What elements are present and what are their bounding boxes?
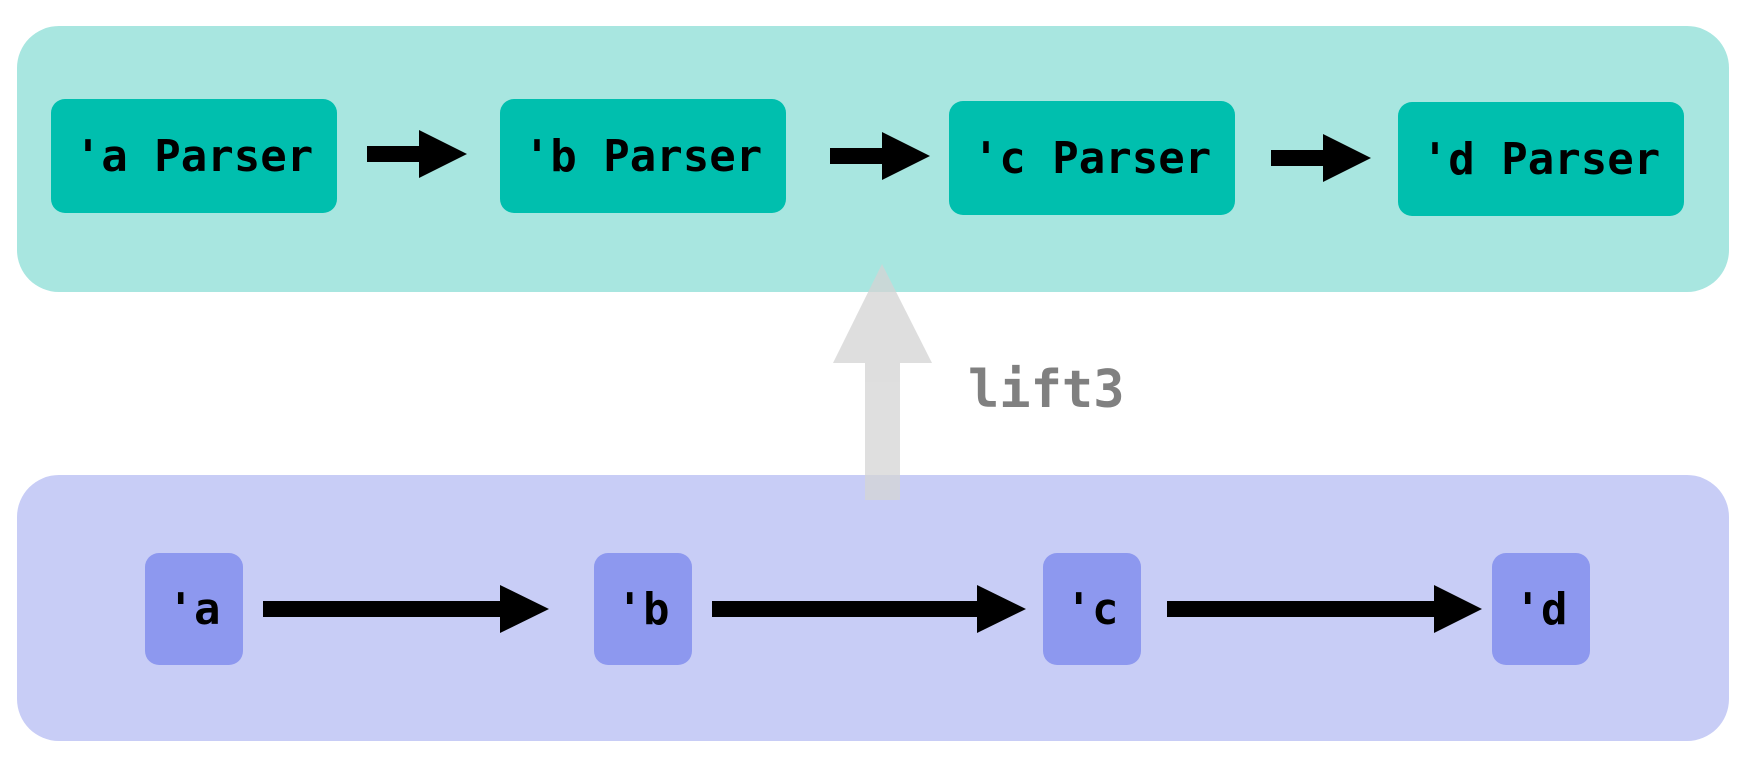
type-arrow-a-b [263,585,549,633]
type-arrow-c-d [1167,585,1482,633]
type-b-box: 'b [594,553,692,665]
type-arrow-b-c [712,585,1026,633]
type-d-box: 'd [1492,553,1590,665]
parser-b-box: 'b Parser [500,99,786,213]
parser-a-box: 'a Parser [51,99,337,213]
parser-arrow-b-c [830,132,930,180]
type-c-box: 'c [1043,553,1141,665]
parser-c-box: 'c Parser [949,101,1235,215]
parser-arrow-a-b [367,130,467,178]
lift3-label: lift3 [968,360,1125,420]
parser-arrow-c-d [1271,134,1371,182]
type-a-box: 'a [145,553,243,665]
lift-arrow [833,264,932,500]
parser-d-box: 'd Parser [1398,102,1684,216]
